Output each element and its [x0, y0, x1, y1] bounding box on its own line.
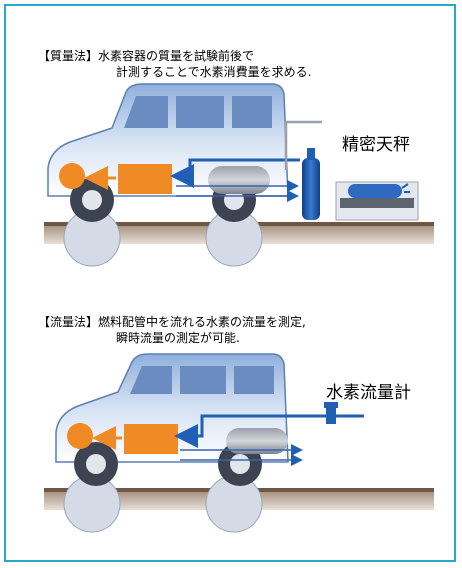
van-window-front-2: [130, 366, 172, 394]
flow-pipe-2: [174, 414, 364, 448]
supply-pipe-1: [170, 158, 300, 188]
balance-tank-1: [348, 184, 402, 198]
external-cylinder-1: [302, 158, 320, 220]
hydrogen-tank-2: [226, 428, 288, 454]
flowmeter-body-2: [326, 408, 336, 424]
balance-plate-1: [340, 198, 414, 208]
flow-method-tag: 【流量法】: [38, 315, 99, 329]
flow-method-caption: 【流量法】燃料配管中を流れる水素の流量を測定, 瞬時流量の測定が可能.: [38, 314, 306, 346]
wheel-rear-1-hub: [224, 190, 244, 210]
flowmeter-head-2: [324, 402, 338, 408]
mass-method-line2: 計測することで水素消費量を求める.: [116, 65, 312, 79]
flow-method-line2: 瞬時流量の測定が可能.: [116, 331, 240, 345]
mass-method-caption: 【質量法】水素容器の質量を試験前後で 計測することで水素消費量を求める.: [38, 48, 311, 80]
external-cylinder-valve-1: [307, 148, 315, 160]
precision-balance-label: 精密天秤: [342, 135, 410, 155]
hydrogen-tank-1: [208, 166, 270, 194]
wheel-front-2-hub: [86, 454, 106, 474]
balance-valve-1: [401, 183, 410, 193]
hydrogen-flowmeter-label: 水素流量計: [326, 383, 411, 403]
motor-2: [67, 423, 93, 449]
wheel-rear-2-hub: [230, 454, 250, 474]
van-window-mid-2: [180, 366, 226, 394]
motor-1: [59, 163, 85, 189]
wheel-front-1-hub: [82, 190, 102, 210]
van-window-mid-1: [176, 96, 224, 128]
van-window-front-1: [124, 96, 168, 128]
van-window-rear-2: [234, 366, 274, 394]
fuel-cell-1: [118, 164, 172, 194]
flow-method-line1: 燃料配管中を流れる水素の流量を測定,: [98, 315, 306, 329]
fuel-cell-2: [124, 424, 178, 454]
mass-method-tag: 【質量法】: [38, 49, 99, 63]
cylinder-stand-1: [284, 120, 322, 170]
van-window-rear-1: [232, 96, 272, 128]
mass-method-line1: 水素容器の質量を試験前後で: [98, 49, 255, 63]
